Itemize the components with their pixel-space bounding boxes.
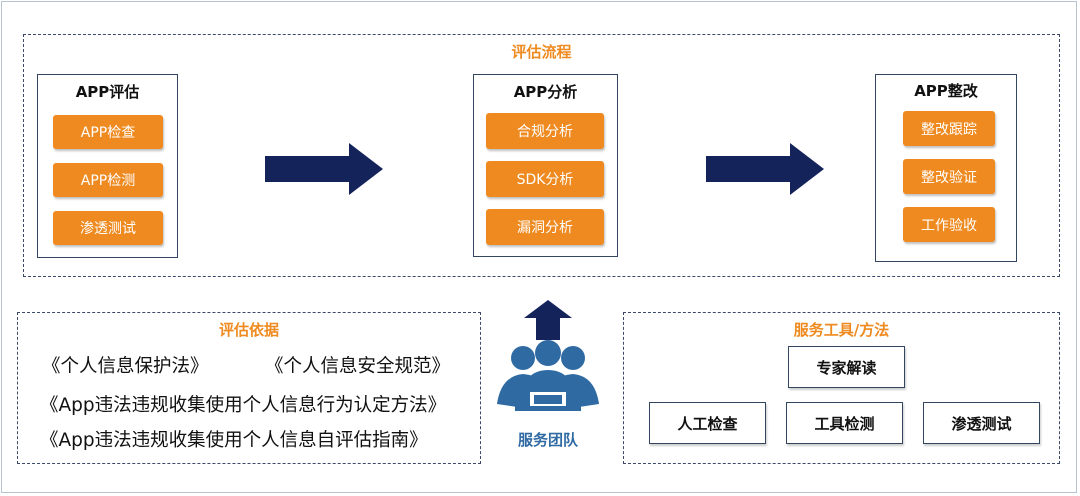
- stage-title: APP评估: [75, 83, 140, 101]
- stage-title: APP分析: [513, 83, 578, 101]
- stage-app-evaluation: APP评估 APP检查 APP检测 渗透测试: [37, 74, 178, 258]
- stage-title: APP整改: [914, 82, 978, 100]
- stage-app-rectification: APP整改 整改跟踪 整改验证 工作验收: [875, 74, 1017, 262]
- arrow-right-icon: [265, 143, 383, 195]
- basis-title: 评估依据: [218, 321, 279, 339]
- arrow-right-icon: [706, 143, 824, 195]
- law-app-self-assessment-guide: 《App违法违规收集使用个人信息自评估指南》: [40, 430, 428, 451]
- law-app-violation-determination: 《App违法违规收集使用个人信息行为认定方法》: [40, 395, 447, 416]
- process-title: 评估流程: [511, 43, 572, 61]
- tool-penetration-test: 渗透测试: [923, 402, 1040, 444]
- tool-manual-check: 人工检查: [649, 402, 766, 444]
- step-penetration-test: 渗透测试: [53, 211, 163, 245]
- step-work-acceptance: 工作验收: [903, 207, 995, 242]
- step-rectification-verification: 整改验证: [903, 159, 995, 194]
- arrow-up-icon: [524, 300, 572, 340]
- tools-section: 服务工具/方法: [623, 312, 1060, 464]
- step-app-check: APP检查: [53, 115, 163, 149]
- tool-tool-testing: 工具检测: [786, 402, 903, 444]
- tools-title: 服务工具/方法: [793, 321, 890, 339]
- step-sdk-analysis: SDK分析: [486, 161, 604, 197]
- tool-expert-interpretation: 专家解读: [788, 346, 905, 388]
- team-label: 服务团队: [517, 431, 578, 449]
- law-personal-info-security-spec: 《个人信息安全规范》: [265, 356, 451, 377]
- basis-section: 评估依据: [17, 312, 481, 464]
- process-section: 评估流程: [23, 34, 1060, 277]
- step-app-test: APP检测: [53, 163, 163, 197]
- team-icon: [497, 340, 599, 411]
- step-rectification-tracking: 整改跟踪: [903, 111, 995, 146]
- law-personal-info-protection: 《个人信息保护法》: [42, 356, 209, 377]
- step-compliance-analysis: 合规分析: [486, 113, 604, 149]
- stage-app-analysis: APP分析 合规分析 SDK分析 漏洞分析: [473, 74, 618, 257]
- step-vulnerability-analysis: 漏洞分析: [486, 209, 604, 245]
